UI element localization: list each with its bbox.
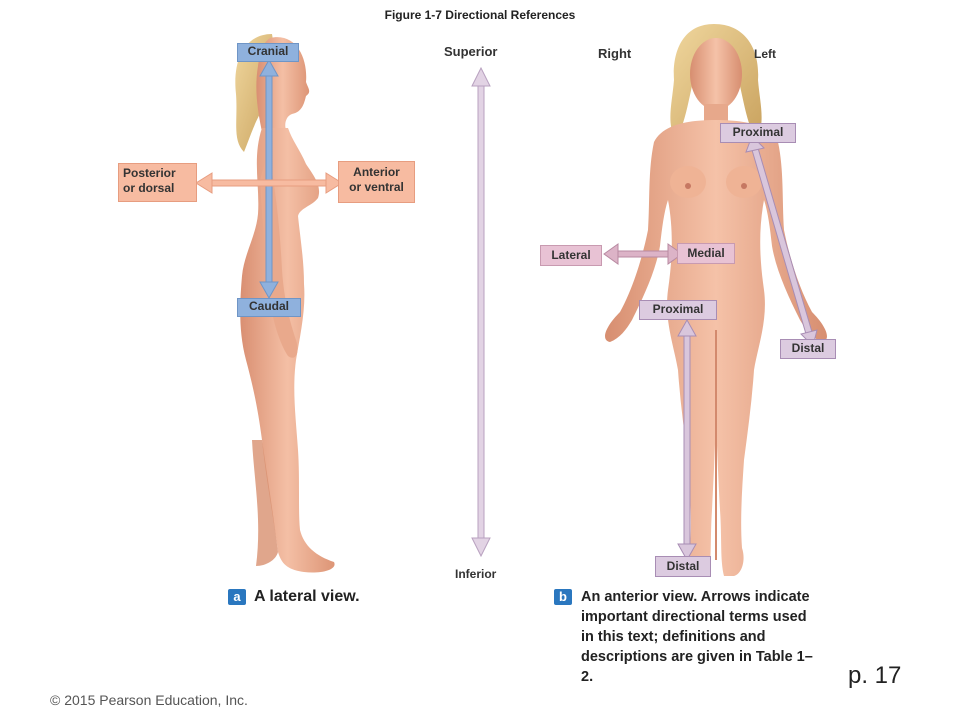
lateral-view-caption: A lateral view. <box>254 588 360 605</box>
posterior-anterior-arrow <box>195 172 343 194</box>
right-label: Right <box>598 46 632 61</box>
proximal-leg-label: Proximal <box>639 300 717 320</box>
cranial-label: Cranial <box>237 43 299 62</box>
figure-title: Figure 1-7 Directional References <box>384 8 576 22</box>
copyright: © 2015 Pearson Education, Inc. <box>50 692 248 708</box>
superior-label: Superior <box>444 44 498 59</box>
anterior-view-caption: An anterior view. Arrows indicate import… <box>581 589 813 685</box>
badge-a: a <box>228 589 246 605</box>
lateral-label: Lateral <box>540 245 602 266</box>
lateral-medial-arrow <box>603 243 683 265</box>
badge-b: b <box>554 589 572 605</box>
caudal-label: Caudal <box>237 298 301 317</box>
inferior-label: Inferior <box>455 567 497 581</box>
page-number: p. 17 <box>848 662 902 689</box>
proximal-arm-label: Proximal <box>720 123 796 143</box>
leg-proximal-distal-arrow <box>677 318 697 562</box>
distal-leg-label: Distal <box>655 556 711 577</box>
anterior-ventral-label: Anterior or ventral <box>338 161 415 203</box>
posterior-dorsal-label: Posterior or dorsal <box>118 163 197 202</box>
anterior-figure <box>605 24 827 576</box>
distal-arm-label: Distal <box>780 339 836 359</box>
superior-inferior-arrow <box>471 66 491 558</box>
medial-label: Medial <box>677 243 735 264</box>
left-label: Left <box>754 47 776 61</box>
cranial-caudal-arrow <box>259 58 279 300</box>
